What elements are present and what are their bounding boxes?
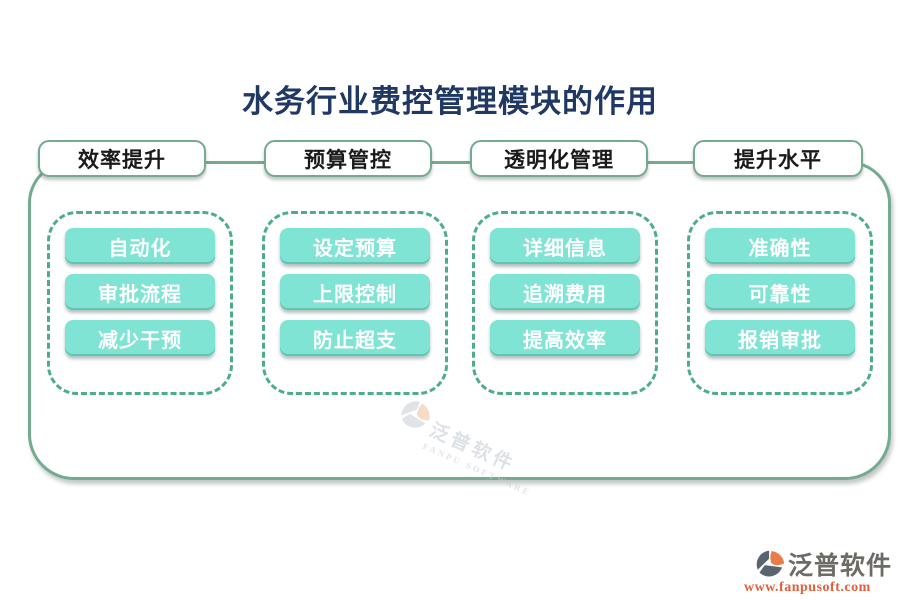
tab-budget: 预算管控 bbox=[264, 140, 432, 177]
tab-efficiency: 效率提升 bbox=[38, 140, 206, 177]
node-item: 减少干预 bbox=[65, 320, 215, 356]
footer-brand: 泛普软件 bbox=[788, 553, 893, 580]
node-item: 详细信息 bbox=[490, 228, 640, 264]
footer-logo: 泛普软件 www.fanpusoft.com bbox=[744, 546, 892, 596]
node-item: 自动化 bbox=[65, 228, 215, 264]
node-item: 审批流程 bbox=[65, 274, 215, 310]
group-budget: 设定预算 上限控制 防止超支 bbox=[262, 211, 448, 395]
node-item: 设定预算 bbox=[280, 228, 430, 264]
node-item: 可靠性 bbox=[705, 274, 855, 310]
tab-level: 提升水平 bbox=[693, 140, 863, 177]
fanpu-logo-icon bbox=[756, 550, 785, 579]
page-title: 水务行业费控管理模块的作用 bbox=[242, 84, 658, 119]
group-transparency: 详细信息 追溯费用 提高效率 bbox=[472, 211, 658, 395]
node-item: 准确性 bbox=[705, 228, 855, 264]
node-item: 报销审批 bbox=[705, 320, 855, 356]
footer-url: www.fanpusoft.com bbox=[744, 580, 871, 595]
group-level: 准确性 可靠性 报销审批 bbox=[687, 211, 873, 395]
node-item: 上限控制 bbox=[280, 274, 430, 310]
node-item: 追溯费用 bbox=[490, 274, 640, 310]
tab-transparency: 透明化管理 bbox=[470, 140, 648, 177]
group-efficiency: 自动化 审批流程 减少干预 bbox=[47, 211, 233, 395]
node-item: 防止超支 bbox=[280, 320, 430, 356]
node-item: 提高效率 bbox=[490, 320, 640, 356]
